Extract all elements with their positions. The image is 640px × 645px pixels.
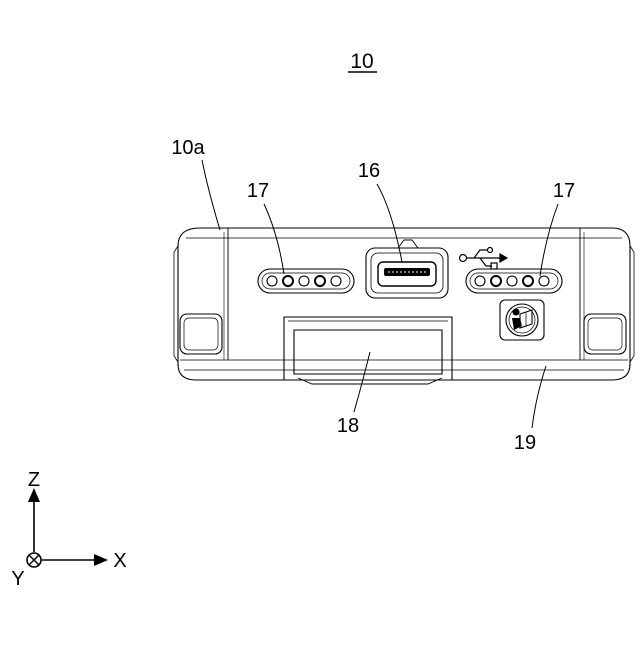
led-dot	[475, 276, 485, 286]
usb-port	[366, 240, 448, 298]
led-dot	[523, 276, 533, 286]
z-axis-label: Z	[28, 469, 40, 491]
cover-flap	[284, 317, 452, 384]
led-dot	[507, 276, 517, 286]
right-side-button	[584, 314, 626, 354]
led-dot	[491, 276, 501, 286]
leader-19	[532, 366, 546, 428]
label-17-left: 17	[247, 180, 269, 202]
led-dot	[315, 276, 325, 286]
leader-17-left	[264, 204, 284, 274]
led-dot	[267, 276, 277, 286]
user-manual-icon	[500, 300, 544, 340]
led-dot	[539, 276, 549, 286]
label-18: 18	[337, 415, 359, 437]
leader-16	[377, 184, 402, 262]
led-dot	[283, 276, 293, 286]
usb-symbol-icon	[460, 248, 508, 270]
led-indicator-left	[258, 269, 354, 293]
figure-number: 10	[350, 50, 373, 73]
label-10a: 10a	[171, 137, 205, 159]
label-16: 16	[358, 160, 380, 182]
led-dot	[299, 276, 309, 286]
coordinate-axes: Z X Y	[11, 469, 126, 590]
device-housing	[174, 228, 634, 380]
x-axis-label: X	[113, 550, 126, 572]
label-19: 19	[514, 432, 536, 454]
label-17-right: 17	[553, 180, 575, 202]
leader-17-right	[540, 204, 558, 276]
leader-18	[354, 352, 370, 412]
y-axis-label: Y	[11, 568, 24, 590]
leader-10a	[202, 160, 220, 230]
led-dot	[331, 276, 341, 286]
left-side-button	[180, 314, 222, 354]
x-axis-arrowhead	[94, 554, 108, 566]
led-indicator-right	[466, 269, 562, 293]
